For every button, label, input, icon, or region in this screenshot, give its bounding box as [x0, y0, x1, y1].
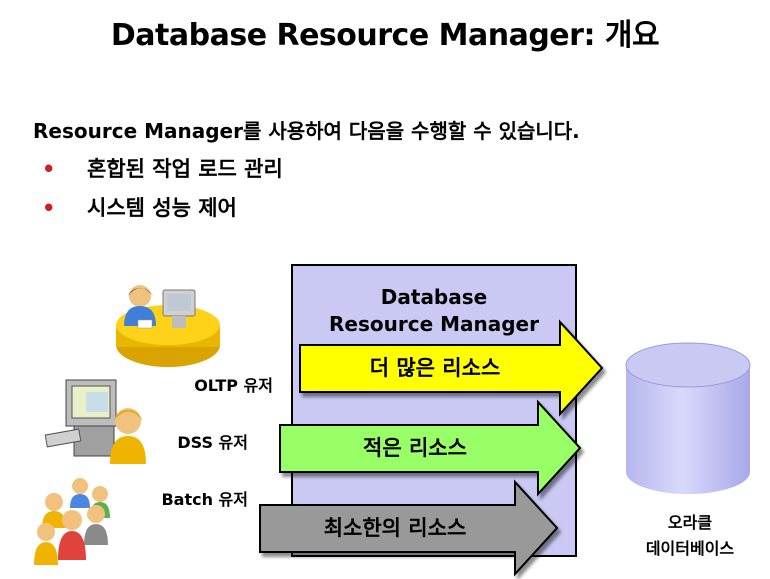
arrow-label-minimal: 최소한의 리소스: [323, 516, 467, 540]
intro-text: Resource Manager를 사용하여 다음을 수행할 수 있습니다.: [33, 119, 580, 143]
dss-user-label: DSS 유저: [177, 433, 248, 452]
arrow-minimal-resources: [259, 479, 559, 577]
arrow-label-less: 적은 리소스: [363, 436, 467, 460]
bullet-item: • 시스템 성능 제어: [42, 192, 237, 222]
oltp-user-label: OLTP 유저: [194, 376, 273, 395]
batch-user-label: Batch 유저: [161, 490, 248, 509]
arrow-less-resources: [279, 399, 582, 497]
arrow-label-more: 더 많은 리소스: [369, 356, 501, 380]
database-caption: 오라클 데이터베이스: [630, 510, 750, 562]
database-caption-line2: 데이터베이스: [645, 539, 735, 558]
database-caption-line1: 오라클: [667, 513, 713, 532]
bullet-text: 시스템 성능 제어: [87, 196, 237, 220]
page-title: Database Resource Manager: 개요: [110, 18, 660, 53]
resource-manager-label-line2: Resource Manager: [329, 312, 539, 336]
bullet-marker: •: [42, 157, 56, 181]
bullet-marker: •: [42, 196, 56, 220]
resource-manager-label-line1: Database: [380, 285, 488, 309]
resource-manager-label: Database Resource Manager: [291, 284, 577, 338]
oltp-user-icon: [116, 285, 220, 367]
dss-user-icon: [44, 379, 146, 464]
bullet-item: • 혼합된 작업 로드 관리: [42, 153, 283, 183]
bullet-text: 혼합된 작업 로드 관리: [87, 157, 283, 181]
arrow-more-resources: [299, 319, 604, 417]
batch-users-icon: [34, 478, 110, 565]
database-cylinder-icon: [625, 342, 751, 494]
